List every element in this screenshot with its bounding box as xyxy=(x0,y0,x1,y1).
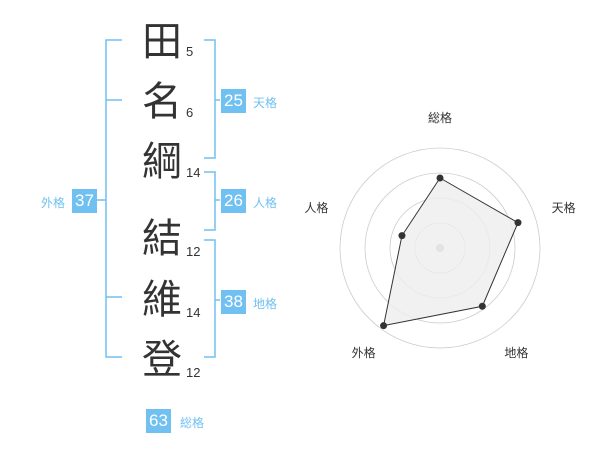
stroke-count-2: 6 xyxy=(186,105,194,120)
jinkaku-value: 26 xyxy=(221,189,246,213)
name-char-5: 維 xyxy=(142,277,182,323)
gaikaku-label: 外格 xyxy=(41,196,66,210)
radar-axis-label: 外格 xyxy=(352,345,376,360)
chikaku-label: 地格 xyxy=(253,297,278,311)
stroke-count-5: 14 xyxy=(186,305,201,320)
radar-point xyxy=(436,174,444,182)
tenkaku-label: 天格 xyxy=(253,96,278,110)
radar-area xyxy=(382,177,519,327)
radar-point xyxy=(514,219,522,227)
chikaku-value: 38 xyxy=(221,290,246,314)
name-char-1: 田 xyxy=(142,19,182,65)
name-char-4: 結 xyxy=(142,216,182,262)
radar-axis-label: 地格 xyxy=(504,345,528,360)
jinkaku-label: 人格 xyxy=(253,196,278,210)
gaikaku-value: 37 xyxy=(72,189,97,213)
soukaku-label: 総格 xyxy=(180,416,205,430)
name-char-3: 綱 xyxy=(142,139,182,185)
radar-grid-ring xyxy=(364,172,516,324)
name-char-6: 登 xyxy=(142,337,182,383)
radar-axis-label: 天格 xyxy=(552,200,576,215)
stroke-count-4: 12 xyxy=(186,244,201,259)
gaikaku-bracket xyxy=(88,39,122,358)
soukaku-value: 63 xyxy=(146,409,171,433)
stroke-count-6: 12 xyxy=(186,365,201,380)
radar-point xyxy=(478,302,486,310)
tenkaku-value: 25 xyxy=(221,89,246,113)
name-char-2: 名 xyxy=(142,79,182,125)
stroke-count-3: 14 xyxy=(186,165,201,180)
radar-point xyxy=(398,232,406,240)
radar-grid-ring xyxy=(339,147,541,349)
radar-axis-label: 人格 xyxy=(304,200,328,215)
tenkaku-bracket xyxy=(204,39,220,159)
stroke-count-1: 5 xyxy=(186,44,194,59)
radar-point xyxy=(380,322,388,330)
chikaku-bracket xyxy=(204,239,220,358)
jinkaku-bracket xyxy=(204,171,220,231)
radar-axis-label: 総格 xyxy=(428,110,452,125)
